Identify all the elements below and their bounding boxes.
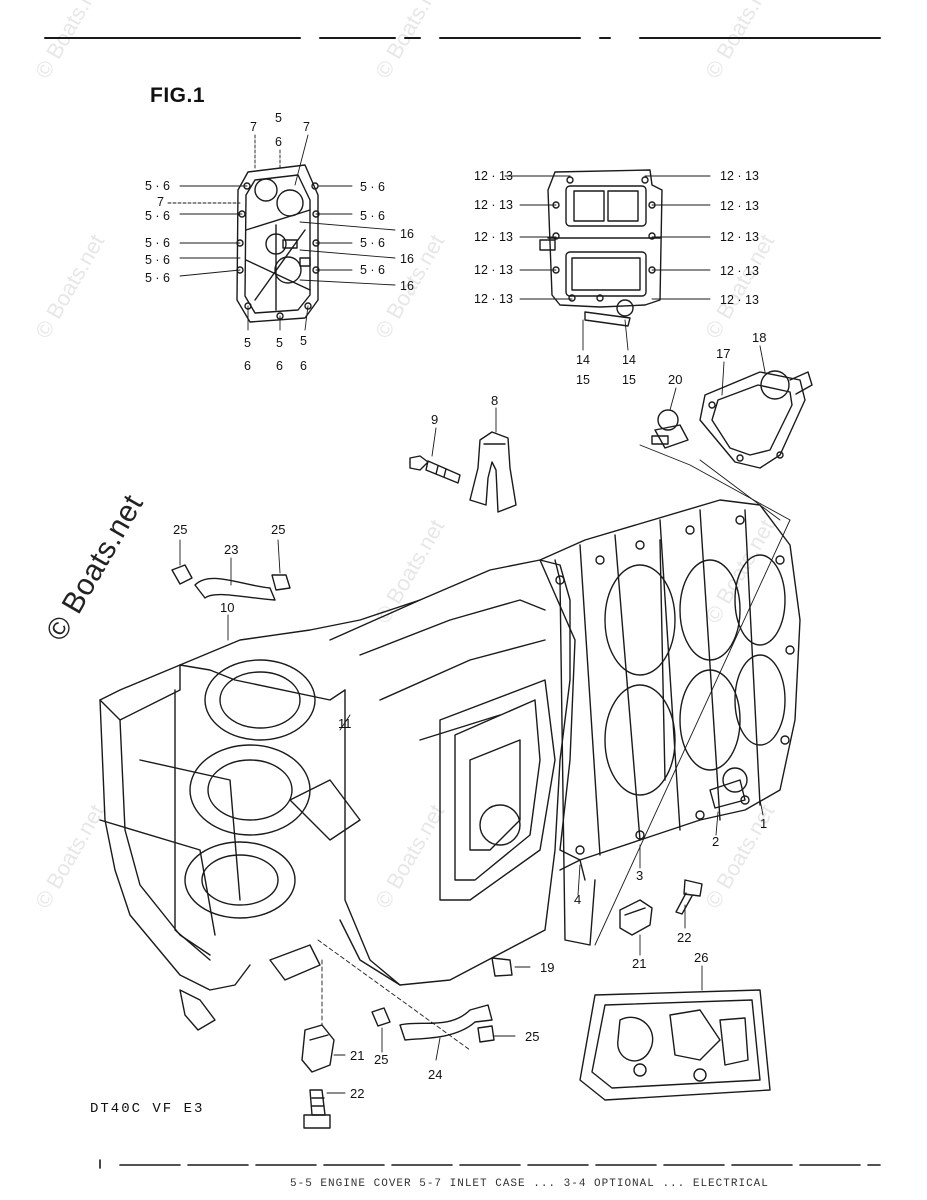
callout: 12 · 13 xyxy=(474,169,513,183)
head-cover-plate xyxy=(236,164,320,323)
mount-bolt xyxy=(409,455,461,484)
callout: 12 · 13 xyxy=(720,264,759,278)
upper-hose xyxy=(171,564,291,601)
callout: 11 xyxy=(338,716,352,731)
callout: 8 xyxy=(491,393,498,408)
callout: 5 xyxy=(244,336,251,350)
callout: 19 xyxy=(540,960,554,975)
cylinder-block xyxy=(99,499,801,1031)
callout: 21 xyxy=(632,956,646,971)
callout: 1 xyxy=(760,816,767,831)
callout: 16 xyxy=(400,279,414,293)
callout: 5 xyxy=(276,336,283,350)
cap xyxy=(491,957,531,977)
callout: 12 · 13 xyxy=(474,230,513,244)
callout: 9 xyxy=(431,412,438,427)
gasket-set-sheet xyxy=(579,989,771,1101)
upper-hose-leaders xyxy=(179,539,281,586)
right-bolt xyxy=(675,879,703,915)
lower-hose xyxy=(371,1004,495,1043)
callout: 5 · 6 xyxy=(145,271,170,285)
callout: 5 · 6 xyxy=(145,209,170,223)
callout: 12 · 13 xyxy=(720,199,759,213)
callout: 12 · 13 xyxy=(720,293,759,307)
callout: 5 xyxy=(300,334,307,348)
bracket-leaders xyxy=(431,407,497,457)
callout: 22 xyxy=(677,930,691,945)
callout: 4 xyxy=(574,892,581,907)
callout: 12 · 13 xyxy=(474,263,513,277)
callout: 26 xyxy=(694,950,708,965)
callout: 5 · 6 xyxy=(360,263,385,277)
callout: 7 xyxy=(303,120,310,134)
callout: 25 xyxy=(271,522,285,537)
callout: 5 · 6 xyxy=(145,253,170,267)
callout: 18 xyxy=(752,330,766,345)
callout: 6 xyxy=(275,135,282,149)
callout: 25 xyxy=(525,1029,539,1044)
callout: 25 xyxy=(173,522,187,537)
callout: 7 xyxy=(157,195,164,209)
right-clip xyxy=(619,899,653,936)
callout: 6 xyxy=(300,359,307,373)
lower-clip xyxy=(301,1024,335,1073)
callout: 5 xyxy=(275,111,282,125)
callout: 12 · 13 xyxy=(474,198,513,212)
callout: 3 xyxy=(636,868,643,883)
callout: 2 xyxy=(712,834,719,849)
callout: 5 · 6 xyxy=(360,209,385,223)
callout: 20 xyxy=(668,372,682,387)
callouts-top-left: 7 5 6 7 5 · 6 5 · 6 7 5 · 6 5 · 6 16 5 ·… xyxy=(145,111,414,373)
callout: 5 · 6 xyxy=(145,236,170,250)
callout: 5 · 6 xyxy=(145,179,170,193)
right-parts-leaders xyxy=(639,904,686,956)
callout: 6 xyxy=(244,359,251,373)
exhaust-cover-plate xyxy=(539,169,663,327)
callout: 14 xyxy=(576,353,590,367)
callout: 12 · 13 xyxy=(720,230,759,244)
footer-rule xyxy=(99,1159,881,1169)
callout: 15 xyxy=(622,373,636,387)
thermostat-housing xyxy=(699,370,813,469)
footer-caption: 5-5 ENGINE COVER 5-7 INLET CASE ... 3-4 … xyxy=(290,1178,769,1190)
mount-bracket xyxy=(469,431,517,513)
callout: 22 xyxy=(350,1086,364,1101)
lower-bolt xyxy=(303,1089,331,1129)
callout: 5 · 6 xyxy=(360,236,385,250)
callout: 17 xyxy=(716,346,730,361)
callout: 6 xyxy=(276,359,283,373)
callout: 7 xyxy=(250,120,257,134)
block-leaders xyxy=(227,614,764,896)
lower-hose-leaders xyxy=(317,939,516,1061)
exhaust-cover-leaders xyxy=(504,175,711,351)
callout: 16 xyxy=(400,252,414,266)
callout: 24 xyxy=(428,1067,442,1082)
callouts-top-right: 12 · 13 12 · 13 12 · 13 12 · 13 12 · 13 … xyxy=(474,169,759,387)
callouts-main: 17 18 20 9 8 25 23 25 10 11 1 2 3 4 22 2… xyxy=(173,330,767,1101)
model-code: DT40C VF E3 xyxy=(90,1101,205,1117)
thermostat xyxy=(639,409,791,521)
callout: 25 xyxy=(374,1052,388,1067)
thermostat-leaders xyxy=(669,345,766,411)
callout: 10 xyxy=(220,600,234,615)
callout: 12 · 13 xyxy=(720,169,759,183)
callout: 23 xyxy=(224,542,238,557)
callout: 14 xyxy=(622,353,636,367)
callout: 12 · 13 xyxy=(474,292,513,306)
figure-title: FIG.1 xyxy=(150,84,206,107)
callout: 15 xyxy=(576,373,590,387)
callout: 16 xyxy=(400,227,414,241)
head-cover-leaders xyxy=(167,134,396,331)
callout: 21 xyxy=(350,1048,364,1063)
callout: 5 · 6 xyxy=(360,180,385,194)
lower-clip-leaders xyxy=(321,959,346,1094)
